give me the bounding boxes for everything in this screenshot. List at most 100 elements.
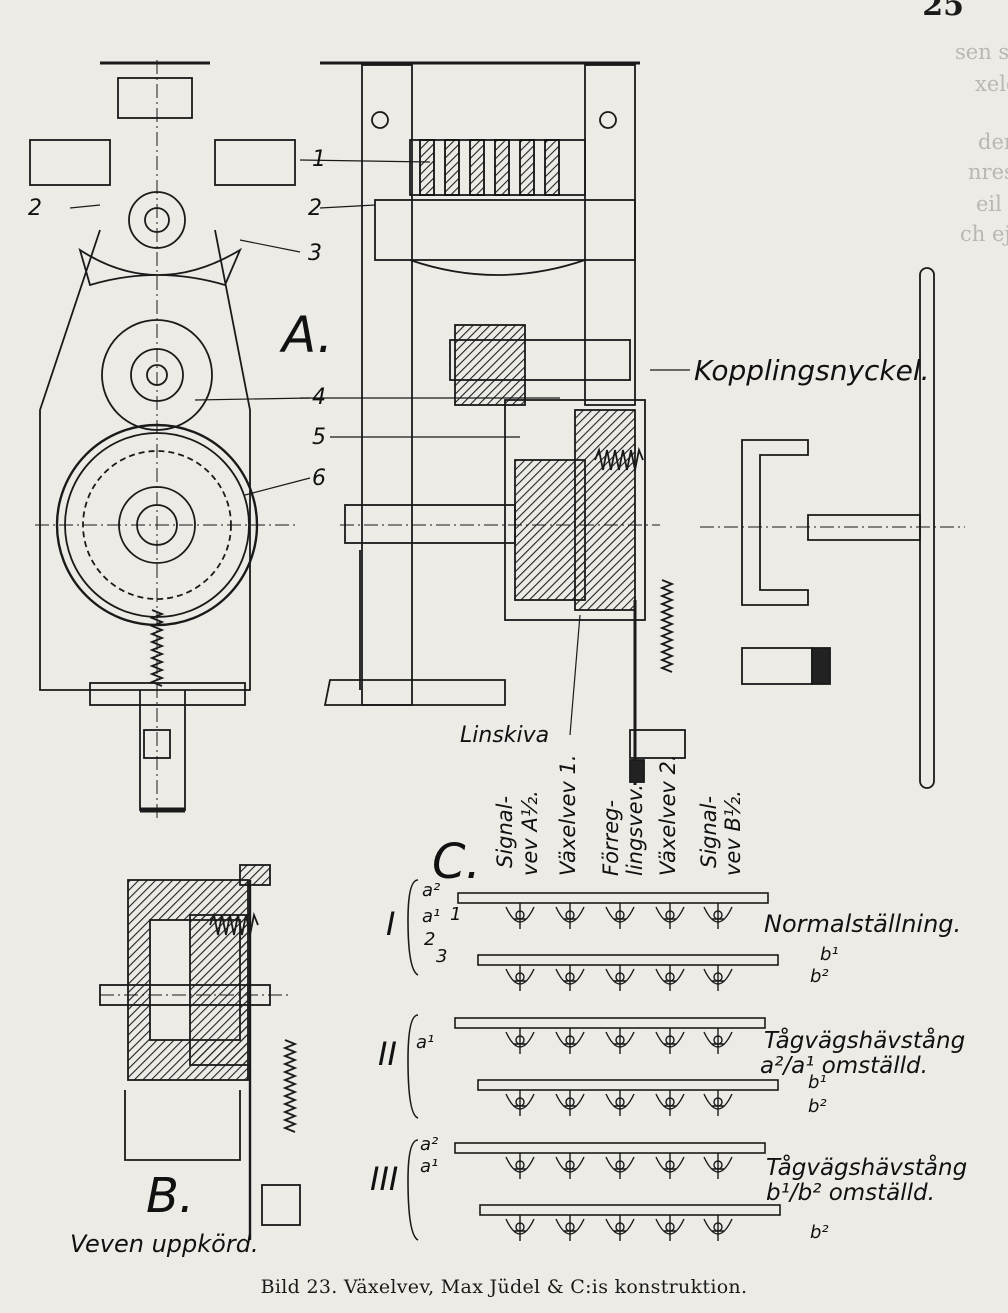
row-numeral-3: III xyxy=(370,1160,398,1198)
part-number-2-right: 2 xyxy=(308,196,322,221)
crank-unit xyxy=(555,1028,585,1054)
crank-unit xyxy=(505,1090,535,1116)
row-3-text-1: Tågvägshävstång xyxy=(766,1153,967,1181)
crank-unit-pin xyxy=(515,1035,525,1045)
crank-unit xyxy=(605,1028,635,1054)
crank-unit-pin xyxy=(713,1097,723,1107)
crank-unit-pin xyxy=(713,910,723,920)
label-a2: a² xyxy=(422,880,440,901)
crank-unit-pin xyxy=(615,910,625,920)
column-header-signal-a2: vev A½. xyxy=(518,790,542,876)
crank-unit-pin xyxy=(565,910,575,920)
crank-unit-pin xyxy=(615,1097,625,1107)
label-a2-row3: a² xyxy=(420,1134,438,1155)
crank-unit xyxy=(605,965,635,991)
crank-unit-pin xyxy=(515,910,525,920)
figure-c-small-labels: a² a¹ 1 2 3 b¹ b² a¹ b¹ b² a² a¹ b² xyxy=(416,880,839,1243)
figure-c-crank-units xyxy=(505,903,733,1241)
crank-unit-pin xyxy=(515,972,525,982)
crank-unit xyxy=(703,1153,733,1179)
figure-b-letter: B. xyxy=(146,1168,194,1224)
row-1-text: Normalställning. xyxy=(764,910,961,938)
label-1: 1 xyxy=(450,904,461,925)
bleed-text-6: ch ej xyxy=(960,222,1008,246)
crank-unit-pin xyxy=(515,1097,525,1107)
page-number: 25 xyxy=(922,0,964,23)
column-header-forregling-2: lingsvev. xyxy=(623,784,647,876)
crank-unit xyxy=(555,965,585,991)
bleed-text-3: den xyxy=(978,130,1008,154)
crank-unit xyxy=(703,903,733,929)
label-b1-row2: b¹ xyxy=(808,1072,827,1093)
figure-caption: Bild 23. Växelvev, Max Jüdel & C:is kons… xyxy=(260,1276,748,1298)
column-header-signal-b1: Signal- xyxy=(697,796,721,868)
crank-unit-pin xyxy=(565,1222,575,1232)
crank-unit xyxy=(505,1215,535,1241)
column-header-forregling-1: Förreg- xyxy=(599,800,623,876)
column-header-signal-b2: vev B½. xyxy=(721,790,745,876)
label-3: 3 xyxy=(436,946,447,967)
crank-unit xyxy=(655,965,685,991)
figure-a-side-view xyxy=(29,60,296,820)
figure-a-section-view xyxy=(320,61,686,785)
label-b2: b² xyxy=(810,966,829,987)
crank-unit-pin xyxy=(713,1160,723,1170)
crank-unit-pin xyxy=(713,1222,723,1232)
crank-unit-pin xyxy=(515,1160,525,1170)
label-b2-row2: b² xyxy=(808,1096,827,1117)
crank-unit-pin xyxy=(565,1097,575,1107)
label-a1-row3: a¹ xyxy=(420,1156,438,1177)
label-b2-row3: b² xyxy=(810,1222,829,1243)
part-number-1: 1 xyxy=(312,147,326,172)
crank-unit-pin xyxy=(713,972,723,982)
crank-unit-pin xyxy=(565,972,575,982)
bleed-text-5: eil xyxy=(976,192,1002,216)
crank-unit xyxy=(605,1153,635,1179)
crank-unit-pin xyxy=(615,1035,625,1045)
crank-unit-pin xyxy=(565,1035,575,1045)
crank-unit xyxy=(703,1028,733,1054)
crank-unit xyxy=(605,903,635,929)
crank-unit xyxy=(655,903,685,929)
figure-b-section xyxy=(99,864,301,1240)
crank-unit-pin xyxy=(713,1035,723,1045)
crank-unit xyxy=(555,1153,585,1179)
part-number-6: 6 xyxy=(312,466,326,491)
figure-a-letter: A. xyxy=(279,306,333,364)
figure-c-letter: C. xyxy=(432,834,481,890)
crank-unit-pin xyxy=(665,1097,675,1107)
crank-unit xyxy=(505,965,535,991)
label-a1: a¹ xyxy=(422,906,440,927)
label-2: 2 xyxy=(424,929,435,950)
crank-unit xyxy=(655,1215,685,1241)
crank-unit xyxy=(555,903,585,929)
crank-unit-pin xyxy=(665,972,675,982)
part-number-5: 5 xyxy=(312,425,326,450)
row-2-text-1: Tågvägshävstång xyxy=(764,1026,965,1054)
crank-unit xyxy=(605,1090,635,1116)
label-a1-row2: a¹ xyxy=(416,1032,434,1053)
column-header-vaxelvev-2: Växelvev 2. xyxy=(656,754,680,876)
label-b1: b¹ xyxy=(820,944,839,965)
crank-unit xyxy=(555,1090,585,1116)
part-number-3: 3 xyxy=(308,241,322,266)
row-numeral-1: I xyxy=(386,905,395,943)
crank-unit xyxy=(703,1215,733,1241)
column-header-vaxelvev-1: Växelvev 1. xyxy=(556,754,580,876)
row-numeral-2: II xyxy=(378,1035,397,1073)
part-number-4: 4 xyxy=(312,385,326,410)
figure-b-label: Veven uppkörd. xyxy=(70,1230,259,1258)
crank-unit-pin xyxy=(665,1035,675,1045)
crank-unit xyxy=(655,1090,685,1116)
coupling-key-drawing xyxy=(700,267,965,789)
part-number-2-left: 2 xyxy=(28,196,42,221)
figure-c-bars xyxy=(407,879,781,1241)
figure-c-column-headers: Signal- vev A½. Växelvev 1. Förreg- ling… xyxy=(493,754,745,876)
crank-unit xyxy=(703,1090,733,1116)
crank-unit xyxy=(655,1028,685,1054)
crank-unit-pin xyxy=(615,1222,625,1232)
bleed-text-4: nres, xyxy=(968,160,1008,184)
crank-unit xyxy=(703,965,733,991)
coupling-key-label: Kopplingsnyckel. xyxy=(694,354,930,387)
